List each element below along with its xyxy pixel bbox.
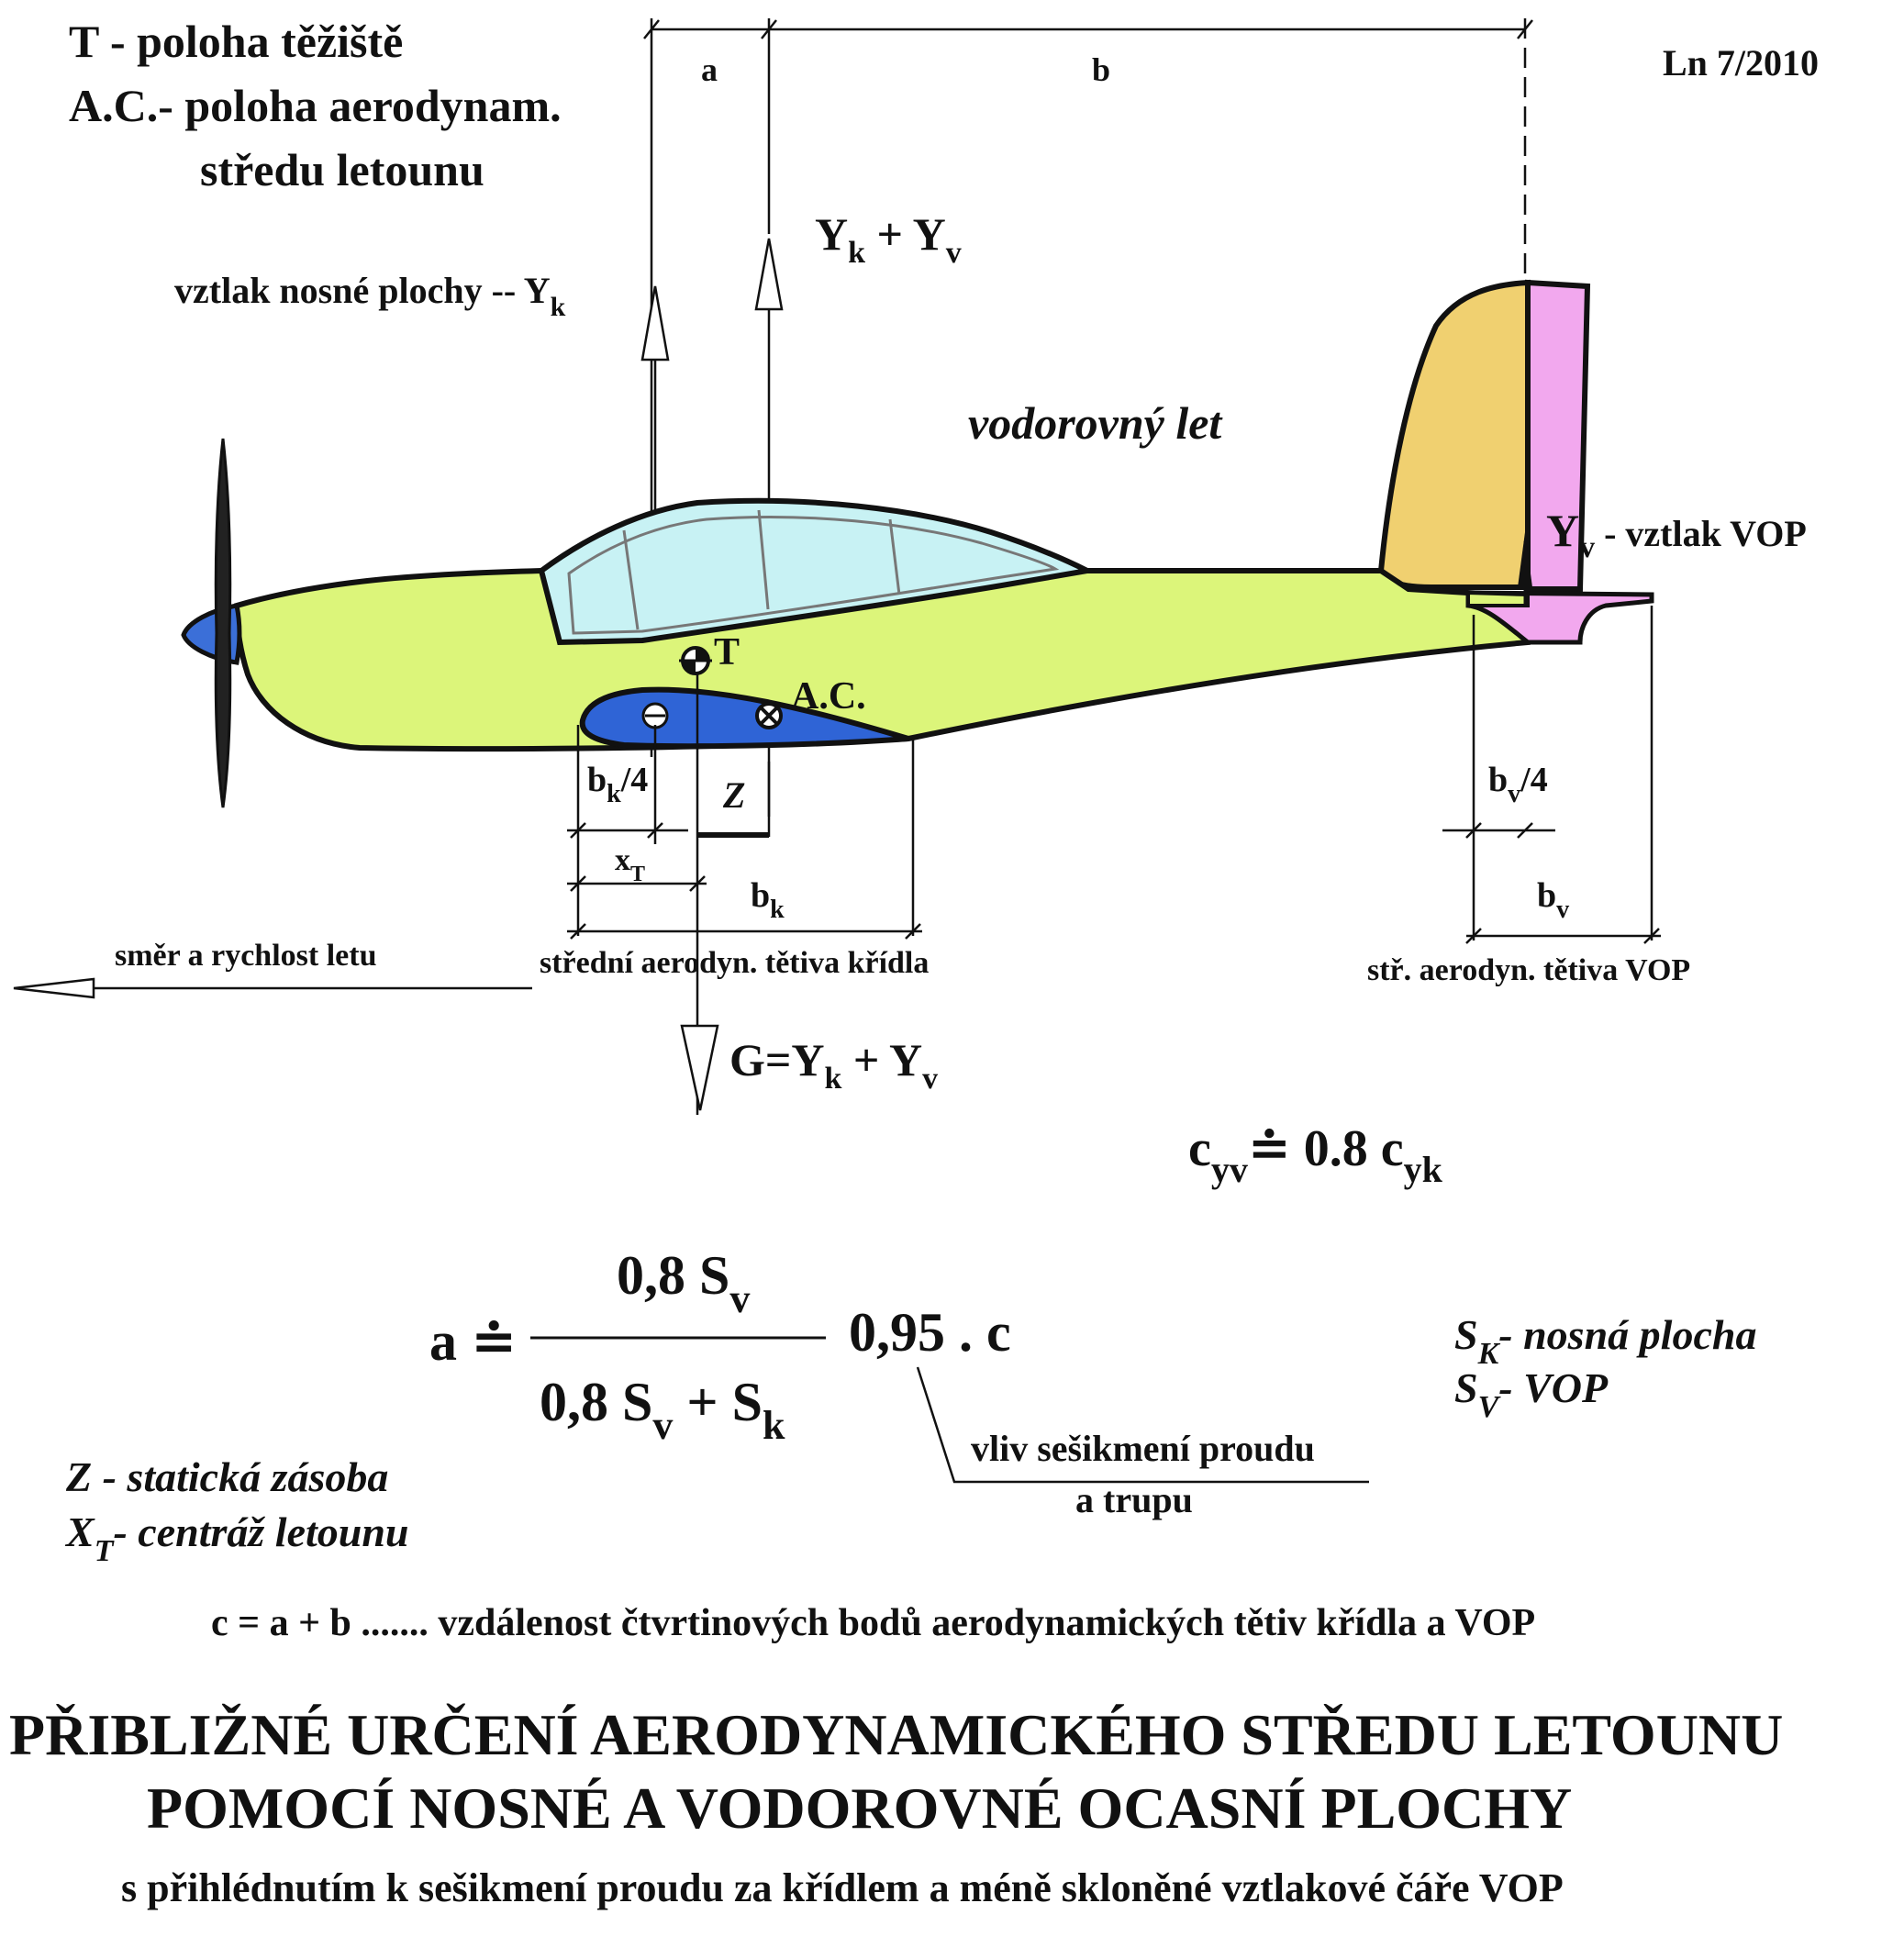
factor-note-leader: [916, 1366, 1369, 1484]
wing-quarter-point: [641, 702, 669, 729]
canopy-frames: [622, 509, 901, 630]
legend-t: T - poloha těžiště: [69, 16, 403, 67]
flight-level-label: vodorovný let: [968, 397, 1223, 449]
dimension-ab: [643, 18, 1533, 757]
rudder: [1525, 279, 1591, 592]
bk4-label: bk/4: [587, 761, 648, 808]
z-definition: Z - statická zásoba: [65, 1453, 388, 1500]
formula-lhs: a ≐: [429, 1311, 517, 1372]
factor-note-1: vliv sešikmení proudu: [971, 1428, 1315, 1469]
c-definition: c = a + b ....... vzdálenost čtvrtinovýc…: [211, 1602, 1535, 1644]
ac-point: [755, 702, 783, 729]
ac-label: A.C.: [791, 675, 866, 718]
bv4-label: bv/4: [1488, 761, 1548, 808]
sv-definition: SV- VOP: [1454, 1364, 1609, 1424]
z-label: Z: [722, 774, 745, 816]
flight-direction-arrow: [13, 977, 532, 999]
formula-numerator: 0,8 Sv: [617, 1245, 750, 1321]
cg-label: T: [714, 631, 740, 673]
dim-a-label: a: [701, 51, 718, 88]
legend-ac: A.C.- poloha aerodynam.: [69, 80, 562, 131]
lift-wing-label: vztlak nosné plochy -- Yk: [174, 270, 566, 322]
title-line-1: PŘIBLIŽNÉ URČENÍ AERODYNAMICKÉHO STŘEDU …: [9, 1702, 1783, 1767]
legend-ac-2: středu letounu: [200, 144, 484, 195]
weight-arrow: [680, 1024, 719, 1111]
yv-label: Yv - vztlak VOP: [1546, 505, 1807, 564]
title-line-2: POMOCÍ NOSNÉ A VODOROVNÉ OCASNÍ PLOCHY: [147, 1775, 1572, 1841]
force-yk-yv: Yk + Yv: [815, 208, 962, 270]
formula: a ≐ 0,8 Sv 0,8 Sv + Sk 0,95 . c vliv seš…: [429, 1245, 1369, 1520]
wing-airfoil: [579, 686, 909, 750]
wing-chord-label: střední aerodyn. tětiva křídla: [540, 946, 929, 980]
tail-chord-label: stř. aerodyn. tětiva VOP: [1367, 953, 1690, 987]
flight-direction-label: směr a rychlost letu: [115, 939, 376, 973]
dim-b-label: b: [1092, 51, 1110, 88]
vertical-fin: [1377, 279, 1531, 590]
factor-note-2: a trupu: [1075, 1479, 1193, 1520]
bv-label: bv: [1537, 876, 1569, 924]
xt-definition: XT- centráž letounu: [64, 1508, 409, 1568]
airplane: T A.C.: [181, 279, 1654, 808]
tail-chord-dimensions: [1442, 606, 1661, 944]
lift-arrow-yv: [1518, 532, 1532, 606]
bk-label: bk: [751, 876, 785, 924]
formula-factor: 0,95 . c: [849, 1302, 1011, 1363]
version-label: Ln 7/2010: [1663, 42, 1819, 83]
weight-label: G=Yk + Yv: [729, 1034, 938, 1096]
formula-denominator: 0,8 Sv + Sk: [540, 1372, 785, 1448]
title-line-3: s přihlédnutím k sešikmení proudu za kří…: [121, 1865, 1564, 1910]
cg-point: [679, 646, 712, 675]
xt-label: xT: [615, 843, 645, 886]
propeller: [214, 438, 232, 808]
coeff-relation: cyv≐ 0.8 cyk: [1188, 1120, 1443, 1190]
sk-definition: SK- nosná plocha: [1454, 1311, 1756, 1371]
